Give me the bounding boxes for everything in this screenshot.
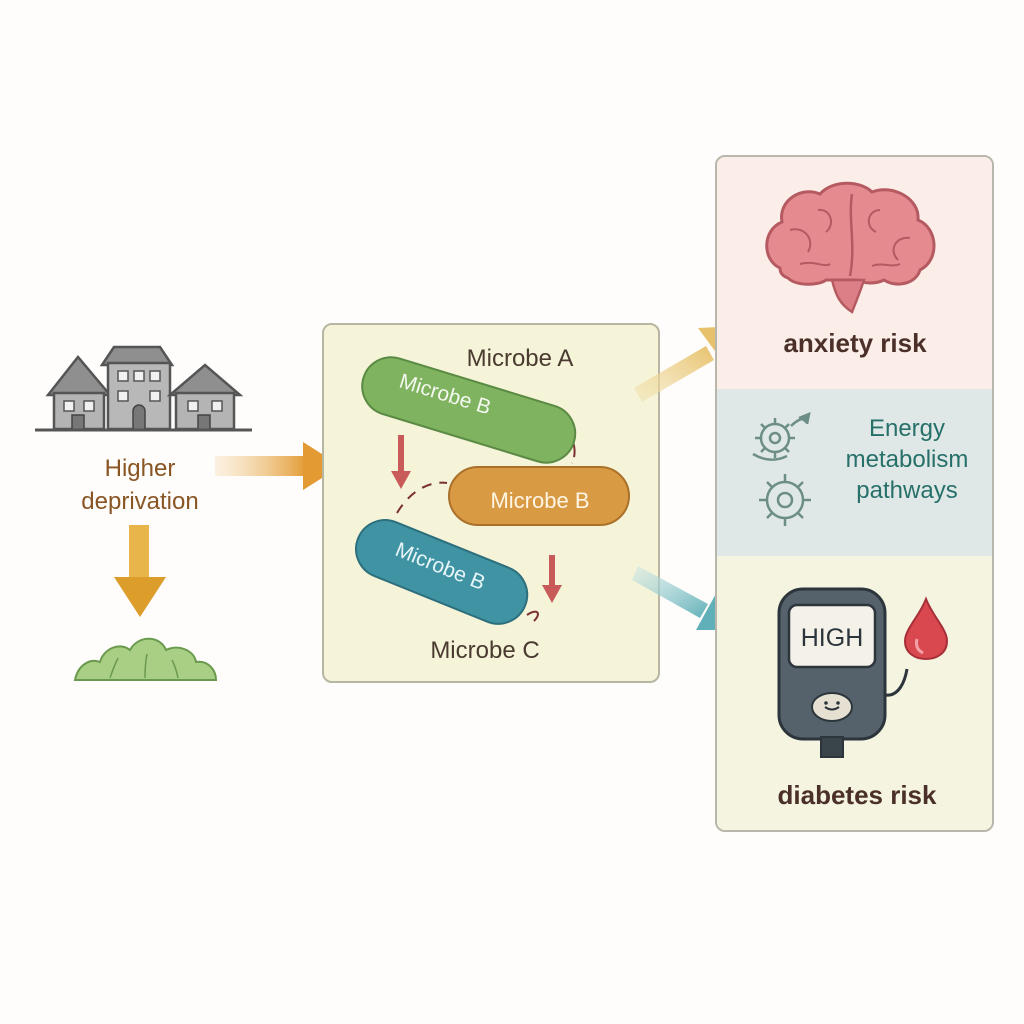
brain-icon <box>765 181 936 314</box>
diabetes-risk-label: diabetes risk <box>777 780 937 810</box>
gear-icon <box>752 411 811 526</box>
deprivation-line-1: Higher <box>104 455 176 482</box>
energy-band <box>717 389 992 556</box>
orange-microbe-label: Microbe B <box>490 488 590 513</box>
energy-line-2: metabolism <box>845 446 969 473</box>
houses-icon <box>35 345 252 432</box>
anxiety-risk-label: anxiety risk <box>783 328 927 358</box>
deprivation-line-2: deprivation <box>81 488 199 515</box>
blood-drop-icon <box>903 596 949 661</box>
microbe-a-label: Microbe A <box>466 345 574 372</box>
glucose-meter-icon <box>777 587 909 758</box>
down-arrow-icon <box>114 525 166 617</box>
deprivation-label: Higher deprivation <box>50 452 230 518</box>
energy-line-1: Energy <box>868 415 946 442</box>
meter-display-label: HIGH <box>800 624 864 652</box>
energy-metabolism-label: Energy metabolism pathways <box>828 413 986 506</box>
energy-line-3: pathways <box>856 477 958 504</box>
shrub-icon <box>73 637 218 681</box>
microbe-c-label: Microbe C <box>430 637 540 664</box>
bacteria-icon <box>355 356 630 625</box>
